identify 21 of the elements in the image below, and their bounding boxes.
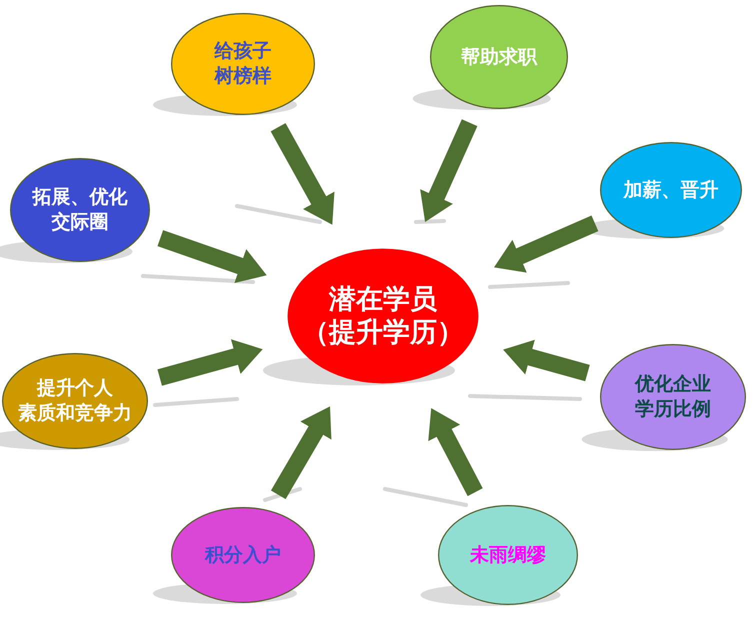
arrow xyxy=(500,340,590,382)
node-label: 提升个人素质和竞争力 xyxy=(18,376,132,426)
node-label: 优化企业学历比例 xyxy=(635,372,711,422)
topic-ellipse xyxy=(438,505,578,605)
topic-ellipse xyxy=(2,353,148,449)
topic-ellipse xyxy=(171,507,315,603)
topic-ellipse xyxy=(430,5,568,109)
node-label: 未雨绸缪 xyxy=(470,542,546,568)
node-label: 潜在学员（提升学历） xyxy=(302,283,464,349)
topic-ellipse xyxy=(600,142,742,238)
node-label: 帮助求职 xyxy=(461,44,537,70)
arrow xyxy=(157,339,265,386)
node-label: 拓展、优化交际圈 xyxy=(32,185,128,235)
topic-ellipse xyxy=(171,13,315,115)
topic-ellipse xyxy=(600,344,746,450)
center-ellipse xyxy=(287,248,479,384)
node-label: 加薪、晋升 xyxy=(624,178,718,202)
topic-ellipse xyxy=(10,158,150,262)
node-label: 给孩子树榜样 xyxy=(214,39,272,89)
arrow xyxy=(158,230,270,284)
node-label: 积分入户 xyxy=(205,542,281,568)
